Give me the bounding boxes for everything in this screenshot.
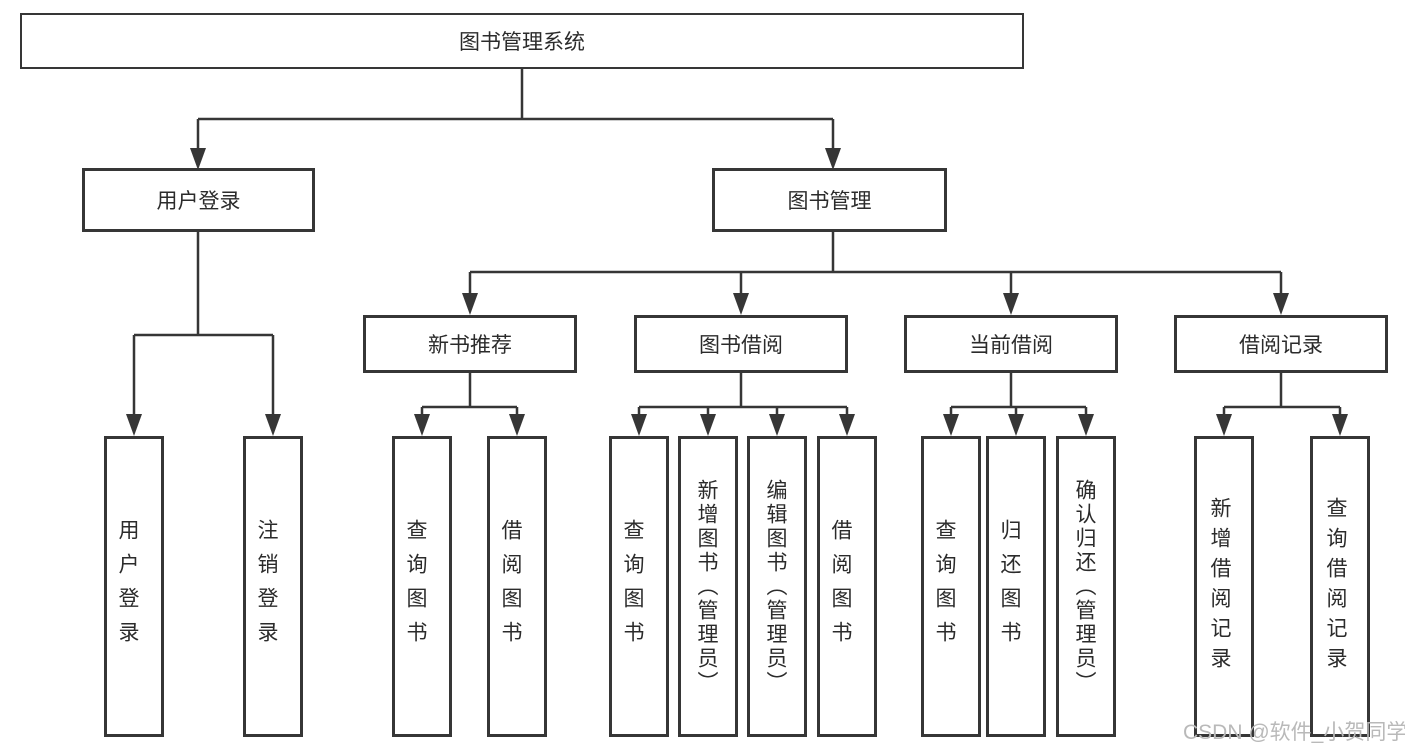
- node-borrowing-records: 借阅记录: [1174, 315, 1388, 373]
- arrowhead-icon: [631, 414, 647, 436]
- arrowhead-icon: [1216, 414, 1232, 436]
- leaf-add-borrow-record: 新增借阅记录: [1194, 436, 1254, 737]
- edge-newbook-to-leaves: [420, 373, 519, 416]
- edge-borrowing-to-leaves: [637, 373, 849, 416]
- leaf-query-borrow-record: 查询借阅记录: [1310, 436, 1370, 737]
- csdn-watermark: CSDN @软件_小贺同学: [1183, 721, 1405, 744]
- arrowhead-icon: [1273, 293, 1289, 315]
- arrowhead-icon: [1078, 414, 1094, 436]
- arrowhead-icon: [414, 414, 430, 436]
- arrowhead-icon: [943, 414, 959, 436]
- node-current-borrowing: 当前借阅: [904, 315, 1118, 373]
- node-library-management-system: 图书管理系统: [20, 13, 1024, 69]
- node-book-borrowing: 图书借阅: [634, 315, 848, 373]
- edge-current-to-leaves: [949, 373, 1088, 416]
- leaf-logout: 注销登录: [243, 436, 303, 737]
- node-new-book-recommendation: 新书推荐: [363, 315, 577, 373]
- arrowhead-icon: [700, 414, 716, 436]
- arrowhead-icon: [1008, 414, 1024, 436]
- arrowhead-icon: [1332, 414, 1348, 436]
- edge-records-to-leaves: [1222, 373, 1342, 416]
- edge-bookmgmt-to-level3: [468, 232, 1283, 295]
- leaf-borrow-books-1: 借阅图书: [487, 436, 547, 737]
- arrowhead-icon: [126, 414, 142, 436]
- arrowhead-icon: [190, 148, 206, 170]
- arrowhead-icon: [1003, 293, 1019, 315]
- arrowhead-icon: [509, 414, 525, 436]
- leaf-user-login: 用户登录: [104, 436, 164, 737]
- leaf-confirm-return-admin: 确认归还（管理员）: [1056, 436, 1116, 737]
- edge-userlogin-to-leaves: [132, 232, 275, 416]
- leaf-query-books-2: 查询图书: [609, 436, 669, 737]
- leaf-add-book-admin: 新增图书（管理员）: [678, 436, 738, 737]
- arrowhead-icon: [462, 293, 478, 315]
- leaf-borrow-books-2: 借阅图书: [817, 436, 877, 737]
- arrowhead-icon: [839, 414, 855, 436]
- node-book-management: 图书管理: [712, 168, 947, 232]
- node-user-login: 用户登录: [82, 168, 315, 232]
- arrowhead-icon: [825, 148, 841, 170]
- arrowhead-icon: [265, 414, 281, 436]
- leaf-query-books-1: 查询图书: [392, 436, 452, 737]
- arrowhead-icon: [733, 293, 749, 315]
- arrowhead-icon: [769, 414, 785, 436]
- leaf-edit-book-admin: 编辑图书（管理员）: [747, 436, 807, 737]
- leaf-return-book: 归还图书: [986, 436, 1046, 737]
- edge-root-to-level2: [196, 69, 835, 150]
- leaf-query-books-3: 查询图书: [921, 436, 981, 737]
